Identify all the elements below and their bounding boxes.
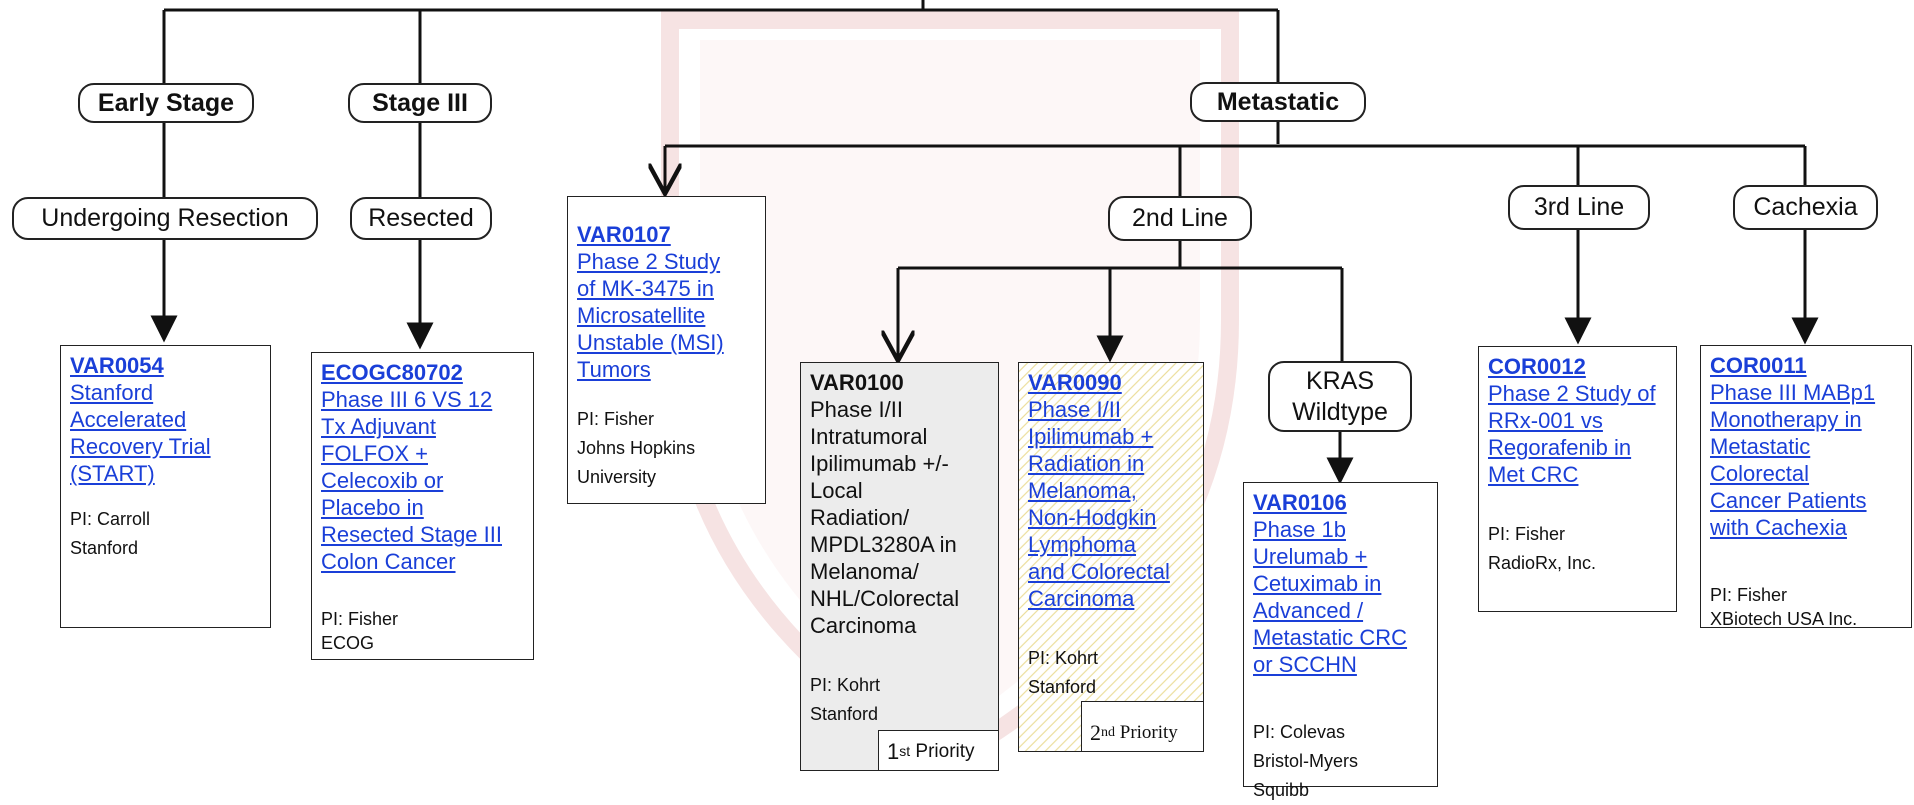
node-2nd-line-label: 2nd Line [1132,204,1228,232]
trial-pi: PI: Carroll Stanford [70,509,151,558]
trial-card-var0100: VAR0100 Phase I/II Intratumoral Ipilimum… [800,362,999,771]
trial-card-cor0011: COR0011 Phase III MABp1 Monotherapy in M… [1700,345,1912,629]
node-2nd-line: 2nd Line [1108,196,1252,241]
trial-title-link[interactable]: Phase 2 Study of RRx-001 vs Regorafenib … [1488,381,1656,487]
trial-card-cor0012: COR0012 Phase 2 Study of RRx-001 vs Rego… [1478,346,1677,612]
node-kras-wildtype: KRAS Wildtype [1268,361,1412,432]
node-cachexia-label: Cachexia [1753,193,1858,221]
trial-title-link[interactable]: Phase 1b Urelumab + Cetuximab in Advance… [1253,517,1408,677]
trial-title-link[interactable]: Phase III MABp1 Monotherapy in Metastati… [1710,380,1876,540]
node-resected-label: Resected [368,204,474,232]
trial-pi: PI: Kohrt Stanford [1028,648,1099,697]
trial-card-var0090: VAR0090 Phase I/II Ipilimumab + Radiatio… [1018,362,1204,752]
node-early-stage-label: Early Stage [97,88,235,117]
priority-suffix: nd [1101,725,1115,740]
trial-card-ecogc80702: ECOGC80702 Phase III 6 VS 12 Tx Adjuvant… [311,352,534,660]
trial-id-link[interactable]: VAR0090 [1028,370,1122,395]
node-kras-wildtype-label: KRAS Wildtype [1292,366,1388,426]
trial-pi: PI: Fisher ECOG [321,609,399,653]
trial-title-link[interactable]: Phase I/II Ipilimumab + Radiation in Mel… [1028,397,1170,611]
treatment-flowchart: Early Stage Stage III Metastatic Undergo… [12,0,1912,800]
trial-id-link[interactable]: VAR0106 [1253,490,1347,515]
trial-id-link[interactable]: COR0012 [1488,354,1586,379]
trial-id-link[interactable]: COR0011 [1710,353,1807,378]
trial-pi: PI: Fisher XBiotech USA Inc. [1710,585,1858,629]
node-metastatic: Metastatic [1190,82,1366,122]
priority-word: Priority [915,741,975,762]
node-early-stage: Early Stage [78,83,254,123]
trial-title-link[interactable]: Phase III 6 VS 12 Tx Adjuvant FOLFOX + C… [321,387,502,574]
priority-word: Priority [1119,722,1178,743]
trial-card-var0107: VAR0107 Phase 2 Study of MK-3475 in Micr… [567,196,766,504]
trial-id-link[interactable]: ECOGC80702 [321,360,463,385]
connector-lines [150,0,1819,485]
trial-title-link[interactable]: Stanford Accelerated Recovery Trial (STA… [70,380,211,486]
priority-ordinal: 1 [887,739,900,764]
trial-pi: PI: Kohrt Stanford [810,675,881,724]
priority-ordinal: 2 [1090,720,1101,745]
node-3rd-line-label: 3rd Line [1533,193,1625,221]
node-metastatic-label: Metastatic [1216,87,1340,116]
node-resected: Resected [350,197,492,240]
trial-pi: PI: Colevas Bristol-Myers Squibb [1253,722,1359,800]
trial-id: VAR0100 [810,370,904,395]
trial-card-var0054: VAR0054 Stanford Accelerated Recovery Tr… [60,345,271,628]
trial-title-link[interactable]: Phase 2 Study of MK-3475 in Microsatelli… [577,249,724,382]
node-3rd-line: 3rd Line [1508,185,1650,230]
node-cachexia: Cachexia [1733,185,1878,230]
node-undergoing-resection-label: Undergoing Resection [41,204,289,232]
trial-card-var0106: VAR0106 Phase 1b Urelumab + Cetuximab in… [1243,482,1438,800]
node-stage-iii: Stage III [348,83,492,123]
node-stage-iii-label: Stage III [372,88,468,117]
trial-pi: PI: Fisher RadioRx, Inc. [1488,524,1597,573]
node-undergoing-resection: Undergoing Resection [12,197,318,240]
trial-id-link[interactable]: VAR0054 [70,353,164,378]
trial-id-link[interactable]: VAR0107 [577,222,671,247]
trial-pi: PI: Fisher Johns Hopkins University [577,409,696,487]
priority-suffix: st [899,743,911,759]
trial-title: Phase I/II Intratumoral Ipilimumab +/- L… [810,397,960,638]
